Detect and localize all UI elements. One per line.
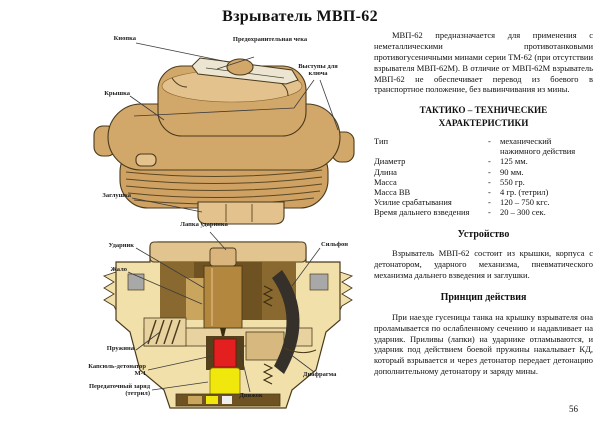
page-number: 56 [569,404,578,414]
spring-shape [143,317,187,347]
top-diagram-leader-lines [129,42,339,213]
diagram-label-knopka: Кнопка [113,35,136,42]
spec-row: Время дальнего взведения - 20 – 300 сек. [374,207,593,217]
intro-paragraph: МВП-62 предназначается для применения с … [374,30,593,95]
detonator-capsule-shape [213,338,237,368]
diaphragm-shape [283,347,317,354]
spec-row: Масса - 550 гр. [374,177,593,187]
spec-value: 125 мм. [500,156,528,167]
diagram-label-dvizhok: Движок [239,392,263,399]
fuze-cross-section-illustration [102,231,354,409]
diagram-label-kapsyul: Капсюль-детонатор М-1 [88,363,146,378]
fuze-plug-shape [197,201,285,225]
spec-label: Тип [374,136,389,147]
spec-dash: - [488,156,491,167]
spec-row: Тип - механический нажимного действия [374,136,593,156]
spec-dash: - [488,176,491,187]
spec-label: Диаметр [374,156,406,167]
principle-paragraph: При наезде гусеницы танка на крышку взры… [374,311,593,377]
spec-table: Тип - механический нажимного действия Ди… [374,136,593,218]
spec-dash: - [488,197,491,208]
spec-row: Масса ВВ - 4 гр. (тетрил) [374,187,593,197]
fuze-cap-shape [157,65,307,137]
spec-label: Усилие срабатывания [374,197,452,208]
spec-label: Время дальнего взведения [374,207,470,218]
diagram-label-diafragma: Диафрагма [303,371,337,378]
spec-value: механический нажимного действия [500,136,576,157]
spec-label: Масса ВВ [374,187,411,198]
diagram-label-udarnik: Ударник [108,242,134,249]
spec-label: Масса [374,176,397,187]
diagram-label-cheka: Предохранительная чека [232,36,308,43]
device-paragraph: Взрыватель МВП-62 состоит из крышки, кор… [374,248,593,281]
diagram-label-lapka: Лапка ударника [180,221,228,228]
base-strip-shape [175,393,281,407]
spec-dash: - [488,136,491,147]
spec-value: 90 мм. [500,166,524,177]
diagram-label-silfon: Сильфон [321,241,349,248]
spec-label: Длина [374,166,397,177]
spec-value: 4 гр. (тетрил) [500,187,549,198]
specs-heading: ТАКТИКО – ТЕХНИЧЕСКИЕ ХАРАКТЕРИСТИКИ [419,105,548,128]
spec-dash: - [488,166,491,177]
spec-row: Усилие срабатывания - 120 – 750 кгс. [374,197,593,207]
striker-shape [203,247,243,341]
spec-row: Диаметр - 125 мм. [374,156,593,166]
spec-value: 550 гр. [500,176,525,187]
firing-pin-shape [220,328,226,341]
diagram-label-vystupy: Выступы для ключа [298,63,338,78]
spec-row: Длина - 90 мм. [374,167,593,177]
diagram-label-kryshka: Крышка [104,90,130,97]
safety-clip-shape [191,57,299,85]
detonator-assembly-shape [206,336,244,397]
diagram-label-zhalo: Жало [110,266,127,273]
slider-shape [245,331,285,361]
fuze-external-view-illustration [93,42,355,225]
device-heading: Устройство [457,228,510,240]
diagram-label-zaryad: Передаточный заряд (тетрил) [88,383,150,398]
principle-heading: Принцип действия [440,292,527,304]
spec-value: 20 – 300 сек. [500,207,546,218]
diagram-label-pruzhina: Пружина [106,345,134,352]
text-column: МВП-62 предназначается для применения с … [374,30,593,377]
bellows-shape [262,270,317,385]
spec-value: 120 – 750 кгс. [500,197,550,208]
diagram-label-zaglushka: Заглушка [102,192,131,199]
page-title: Взрыватель МВП-62 [222,8,378,25]
bottom-diagram-leader-lines [127,231,321,393]
spec-dash: - [488,207,491,218]
safety-button-shape [226,58,254,76]
spec-dash: - [488,187,491,198]
